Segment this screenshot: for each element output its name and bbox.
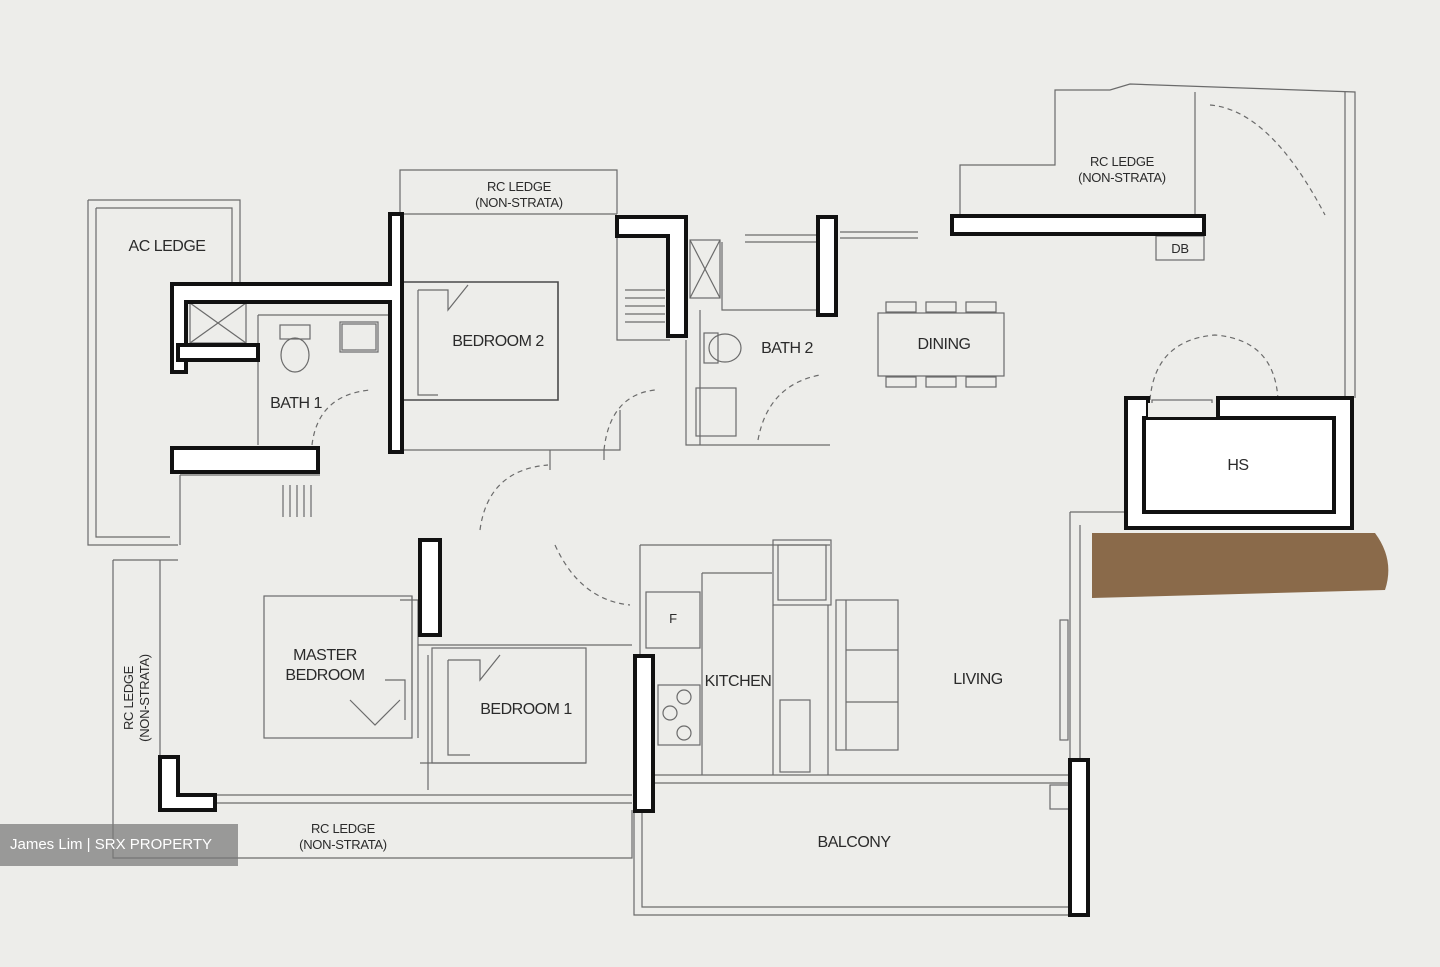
ac-ledge-label: AC LEDGE — [129, 238, 206, 255]
bath-2-label: BATH 2 — [761, 340, 813, 357]
door-swings — [311, 104, 1326, 606]
outer-boundary — [87, 83, 1356, 916]
bed-icons — [349, 284, 501, 756]
hs-label: HS — [1227, 457, 1248, 474]
bedroom-1-label: BEDROOM 1 — [480, 701, 572, 718]
kitchen-label: KITCHEN — [705, 673, 772, 690]
rc-ledge-left-label-line2: (NON-STRATA) — [137, 654, 152, 742]
rc-ledge-left-label-line1: RC LEDGE — [121, 665, 136, 730]
rc-ledge-upper-right-label-line1: RC LEDGE — [1090, 154, 1155, 169]
hs-inner — [1142, 416, 1336, 514]
bedroom-2-label: BEDROOM 2 — [452, 333, 544, 350]
brown-ledge — [1092, 533, 1389, 598]
master-bedroom-label-line2: BEDROOM — [285, 667, 364, 684]
hs-inner-clear — [1148, 403, 1216, 417]
db-label: DB — [1171, 241, 1188, 256]
living-label: LIVING — [953, 671, 1003, 688]
watermark: James Lim | SRX PROPERTY — [0, 824, 238, 866]
bath-1-label: BATH 1 — [270, 395, 322, 412]
rc-ledge-bottom-label-line1: RC LEDGE — [311, 821, 376, 836]
rc-ledge-bottom-label-line2: (NON-STRATA) — [299, 837, 387, 852]
dining-label: DINING — [918, 336, 971, 353]
balcony-label: BALCONY — [818, 834, 892, 851]
bath-fixtures — [189, 239, 742, 517]
rc-ledge-upper-right-label-line2: (NON-STRATA) — [1078, 170, 1166, 185]
rc-ledge-top-label-line1: RC LEDGE — [487, 179, 552, 194]
rc-ledge-top-label-line2: (NON-STRATA) — [475, 195, 563, 210]
fridge-label: F — [669, 611, 677, 626]
master-bedroom-label-line1: MASTER — [293, 647, 357, 664]
